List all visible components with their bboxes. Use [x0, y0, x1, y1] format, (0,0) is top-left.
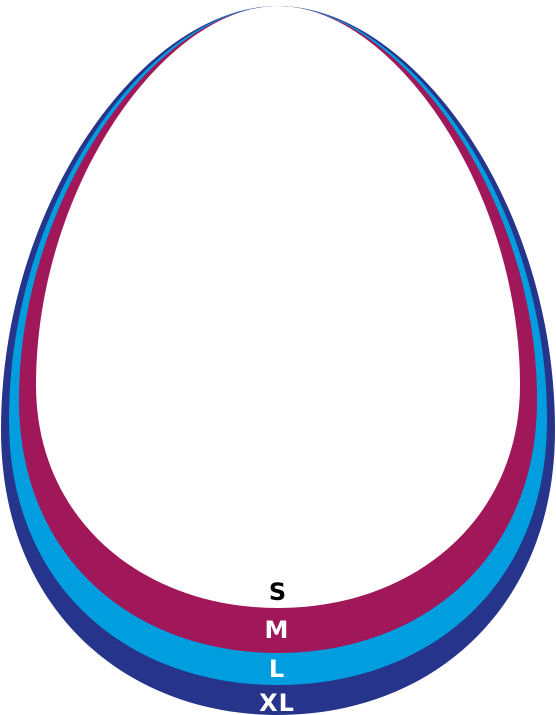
size-label-xl: XL [259, 689, 295, 715]
egg-shape-s [36, 6, 520, 608]
size-label-l: L [269, 655, 285, 683]
size-label-m: M [265, 616, 290, 644]
size-label-s: S [269, 578, 287, 606]
